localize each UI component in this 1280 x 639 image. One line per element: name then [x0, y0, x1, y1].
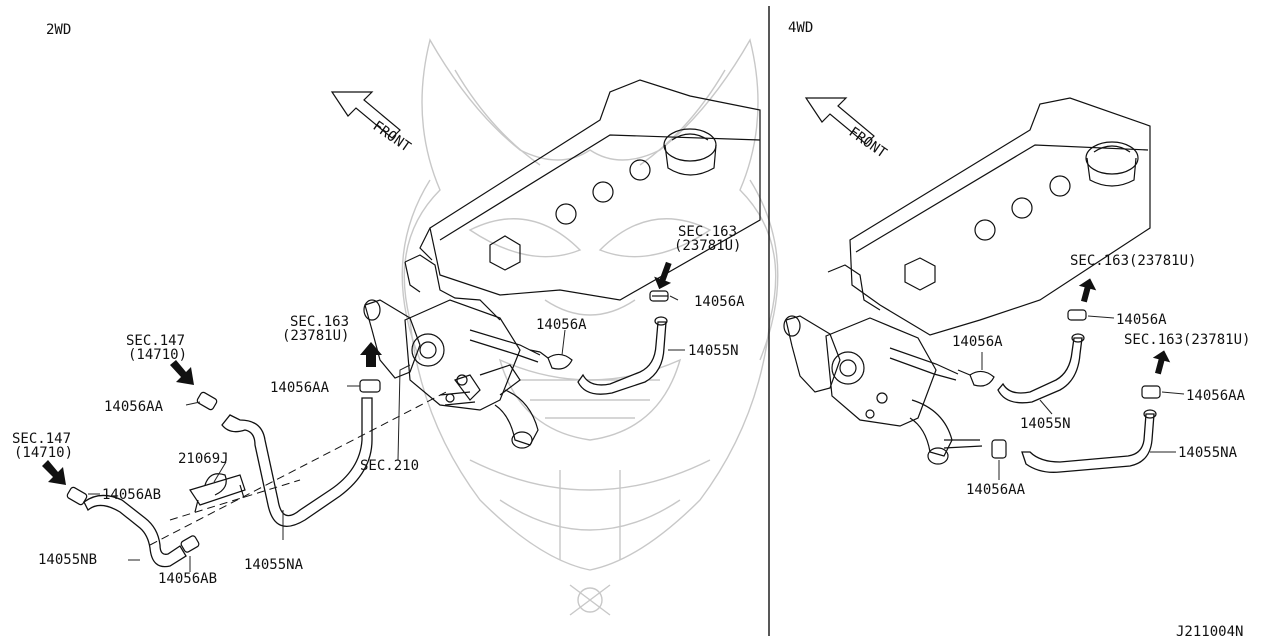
- label-part-14056a: 14056A: [1116, 312, 1167, 328]
- label-part-14056aa: 14056AA: [966, 482, 1026, 498]
- front-arrow-icon: [804, 97, 875, 145]
- engine-cylinder-head: [827, 97, 1151, 336]
- label-part-14055nb: 14055NB: [38, 552, 97, 568]
- clamp-14056aa-mid: [359, 379, 381, 393]
- label-part-14056aa: 14056AA: [270, 380, 330, 396]
- clamp-14056ab-lower: [180, 535, 200, 553]
- label-sec163: SEC.163: [290, 314, 349, 330]
- panel-title-2wd: 2WD: [46, 22, 71, 38]
- clamp-14056ab-upper: [66, 486, 88, 506]
- label-sec163: SEC.163: [678, 224, 737, 240]
- hose-end: [654, 316, 668, 326]
- label-sec147-ref: (14710): [128, 347, 187, 363]
- hose-end: [1071, 333, 1085, 343]
- label-sec163-ref: (23781U): [282, 328, 349, 344]
- label-part-14055n: 14055N: [688, 343, 739, 359]
- clamp-14056a-lower: [529, 349, 573, 370]
- label-part-21069j: 21069J: [178, 451, 229, 467]
- leader-lines-4wd: [981, 315, 1185, 480]
- label-part-14056a: 14056A: [694, 294, 745, 310]
- panel-4wd: 4WD FRONT: [783, 20, 1250, 639]
- dashed-guide: [169, 479, 301, 521]
- arrow-up-icon: [1152, 350, 1171, 375]
- arrow-down-right-icon: [170, 360, 194, 385]
- label-sec210: SEC.210: [360, 458, 419, 474]
- label-sec163: SEC.163(23781U): [1070, 253, 1196, 269]
- thermostat-housing: [783, 315, 983, 465]
- front-arrow-icon: [330, 91, 401, 139]
- clamp-14056aa-a: [991, 439, 1007, 459]
- label-part-14056ab: 14056AB: [158, 571, 217, 587]
- label-part-14056a: 14056A: [536, 317, 587, 333]
- clamp-14056a: [1067, 309, 1087, 321]
- panel-title-4wd: 4WD: [788, 20, 813, 36]
- label-part-14056ab: 14056AB: [102, 487, 161, 503]
- label-sec163-ref: (23781U): [674, 238, 741, 254]
- hose-end: [1143, 409, 1157, 419]
- thermostat-housing: [363, 299, 541, 449]
- panel-2wd: 2WD FRONT: [12, 22, 761, 587]
- watermark-logo: [401, 38, 779, 616]
- clamp-14056a-lower: [957, 369, 995, 387]
- label-sec147: SEC.147: [126, 333, 185, 349]
- hose-14055na: [221, 397, 373, 527]
- dashed-guide: [149, 389, 451, 546]
- hose-14055n: [997, 337, 1083, 404]
- label-part-14056a: 14056A: [952, 334, 1003, 350]
- clamp-14056aa-b: [1141, 385, 1161, 399]
- arrow-up-icon: [360, 342, 382, 367]
- arrow-down-right-icon: [42, 460, 66, 485]
- label-sec147-ref: (14710): [14, 445, 73, 461]
- hose-14055n: [577, 321, 667, 395]
- front-label-4wd: FRONT: [846, 124, 890, 162]
- label-part-14055na: 14055NA: [1178, 445, 1238, 461]
- clamp-14056aa-left: [196, 391, 218, 411]
- hose-14055nb: [83, 494, 187, 568]
- hose-14055na: [1021, 413, 1155, 473]
- label-part-14056aa: 14056AA: [1186, 388, 1246, 404]
- engine-cylinder-head: [404, 79, 761, 321]
- label-part-14056aa: 14056AA: [104, 399, 164, 415]
- label-sec163: SEC.163(23781U): [1124, 332, 1250, 348]
- bracket-21069j: [189, 473, 246, 513]
- label-part-14055n: 14055N: [1020, 416, 1071, 432]
- arrow-up-icon: [1078, 278, 1097, 303]
- label-sec147: SEC.147: [12, 431, 71, 447]
- arrow-up-icon: [654, 261, 672, 290]
- clamp-14056a-upper: [649, 290, 669, 302]
- label-part-14055na: 14055NA: [244, 557, 304, 573]
- diagram-code: J211004N: [1176, 624, 1243, 639]
- leader-lines-2wd: [88, 295, 685, 572]
